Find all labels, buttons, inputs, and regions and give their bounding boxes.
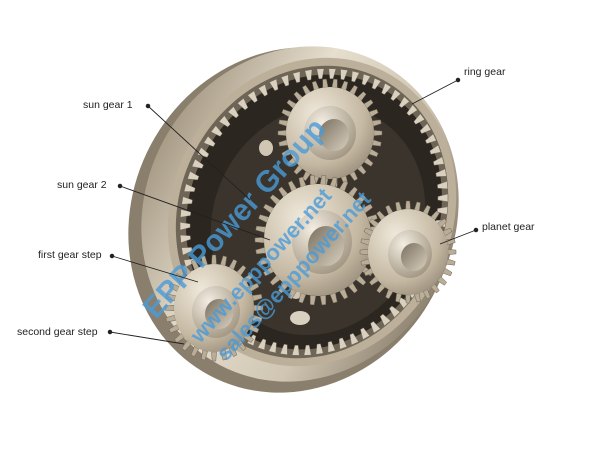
gear-tooth [447,249,457,255]
leader-first-gear-step [111,255,199,283]
leader-dot-sun-gear-2 [117,183,123,189]
gear-tooth [446,258,456,266]
ring-tooth [328,68,337,79]
ring-tooth [379,313,391,327]
ring-tooth [179,222,191,231]
leader-dot-second-gear-step [107,329,113,335]
ring-tooth [258,84,268,97]
gear-tooth [359,249,369,255]
ring-tooth [227,106,239,119]
sun-gear-1 [277,78,383,188]
ring-tooth [181,196,193,205]
ring-tooth [180,234,191,243]
ring-tooth [315,343,324,355]
ring-tooth [351,70,360,83]
ring-tooth [280,343,288,355]
leader-dot-sun-gear-1 [145,103,151,109]
ring-tooth [413,113,425,125]
gear-tooth [405,200,411,210]
ring-tooth [257,338,267,351]
ring-tooth [429,144,441,155]
ring-tooth [349,333,359,346]
ring-tooth [210,125,223,137]
gear-tooth [277,130,287,136]
ring-tooth [187,171,200,181]
second-gear-step-teeth [164,254,264,362]
leader-dot-planet-gear [473,227,479,233]
ring-tooth [389,305,401,318]
ring-tooth [390,89,401,101]
ring-tooth [361,73,371,86]
second-gear-step [164,254,264,362]
label-sun-gear-1: sun gear 1 [83,99,133,111]
ring-tooth [360,327,370,340]
ring-tooth [304,69,313,81]
ring-tooth [437,193,449,202]
ring-tooth [425,133,437,144]
ring-tooth [338,337,348,350]
ring-tooth [203,135,216,147]
ring-tooth [197,147,210,158]
ring-tooth [406,104,418,116]
planet-gear [359,200,457,304]
gear-tooth [254,236,265,244]
ring-tooth [316,68,325,80]
ring-tooth [292,71,301,83]
ring-tooth [340,69,348,81]
ring-tooth [269,78,279,91]
ring-tooth [419,123,432,134]
ring-tooth [247,90,258,103]
ring-tooth [237,97,249,111]
ring-tooth [291,345,300,356]
ring-tooth [303,344,312,356]
leader-lines [107,77,479,345]
ring-tooth [191,158,204,169]
leader-sun-gear-1 [147,105,251,201]
ring-tooth [218,115,231,128]
label-first-gear-step: first gear step [38,249,102,261]
ring-tooth [280,74,290,87]
label-planet-gear: planet gear [482,221,535,233]
label-sun-gear-2: sun gear 2 [57,179,107,191]
ring-tooth [371,77,382,90]
leader-second-gear-step [109,331,185,345]
ring-tooth [381,83,392,95]
ring-tooth [437,181,448,190]
ring-tooth [435,168,447,177]
ring-tooth [268,341,277,354]
label-ring-gear: ring gear [464,66,506,78]
ring-tooth [398,96,410,108]
ring-tooth [181,247,193,256]
ring-tooth [370,321,381,334]
gear-tooth [405,294,411,304]
leader-planet-gear [439,229,477,245]
ring-tooth [183,183,196,192]
label-second-gear-step: second gear step [17,326,98,338]
leader-dot-first-gear-step [109,253,115,259]
ring-tooth [433,156,445,166]
leader-sun-gear-2 [119,185,271,241]
ring-tooth [327,341,336,353]
gear-tooth [373,130,383,136]
leader-dot-ring-gear [455,77,461,83]
leader-ring-gear [411,79,459,105]
